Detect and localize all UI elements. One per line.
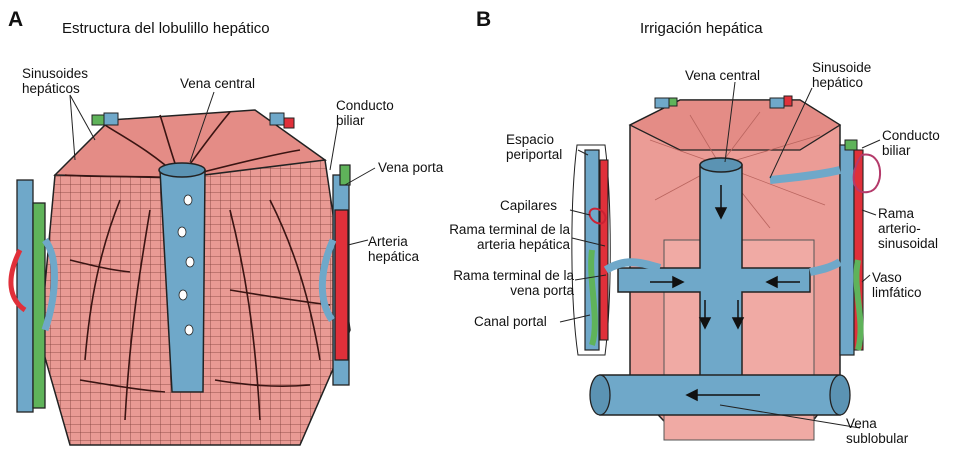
label-rama-terminal-arteria: Rama terminal de la arteria hepática [438,222,570,252]
label-sinusoide-hepatico: Sinusoide hepático [812,60,892,90]
label-conducto-biliar-b: Conducto biliar [882,128,952,158]
label-vena-sublobular: Vena sublobular [846,416,926,446]
label-espacio-periportal: Espacio periportal [506,132,586,162]
label-vena-central-a: Vena central [180,76,255,91]
hepatic-irrigation-drawing [560,82,880,440]
label-conducto-biliar-a: Conducto biliar [336,98,416,128]
panel-a-title: Estructura del lobulillo hepático [62,20,270,37]
panel-a-letter: A [8,8,23,32]
label-rama-arterio-sinusoidal: Rama arterio-sinusoidal [878,206,956,251]
panel-b-letter: B [476,8,491,32]
panel-b-title: Irrigación hepática [640,20,763,37]
label-vaso-linfatico: Vaso limfático [872,270,942,300]
label-sinusoides-hepaticos: Sinusoides hepáticos [22,66,112,96]
label-vena-porta: Vena porta [378,160,443,175]
label-capilares: Capilares [500,198,557,213]
lobule-structure-drawing [11,92,375,445]
label-arteria-hepatica: Arteria hepática [368,234,438,264]
label-vena-central-b: Vena central [685,68,760,83]
label-rama-terminal-vena-porta: Rama terminal de la vena porta [444,268,574,298]
label-canal-portal: Canal portal [474,314,547,329]
